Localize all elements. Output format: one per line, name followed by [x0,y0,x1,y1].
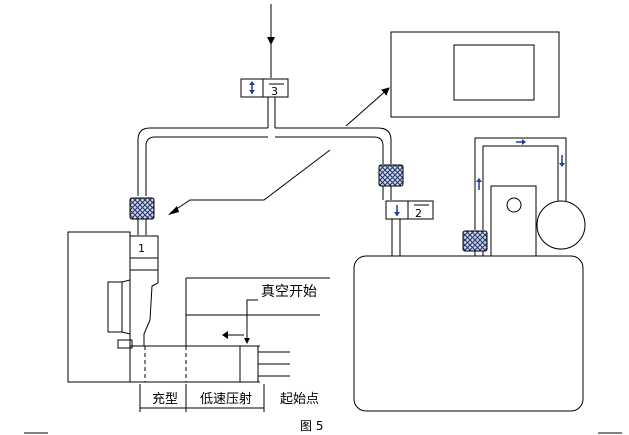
valve-3: 3 [240,78,289,98]
valve-1-label: 1 [138,242,145,255]
filter-icon [462,230,488,252]
filter-icon [378,164,404,187]
valve-3-label: 3 [271,85,278,98]
stage-markers [139,384,265,412]
pump-body [490,185,537,257]
plunger-rod [258,351,290,377]
valve-1: 1 [124,235,159,259]
low-speed-injection-label: 低速压射 [200,391,252,407]
filter-icon [129,197,155,220]
controller-display [453,44,535,101]
signal-line-controller [345,87,390,127]
valve-2-label: 2 [415,207,422,220]
vacuum-start-pointer [246,299,258,340]
shot-sleeve [130,345,260,383]
controller-box [390,31,560,118]
pump-loop [474,137,567,230]
vacuum-tank [353,255,584,412]
pump-motor [536,200,586,250]
die-mold [67,231,159,383]
figure-caption: 图 5 [300,419,323,433]
fill-stage-label: 充型 [152,391,178,407]
guide-frame [185,277,330,346]
plunger-tip [239,345,259,383]
start-point-label: 起始点 [280,392,319,407]
vacuum-start-label: 真空开始 [261,284,317,300]
upper-pipe [137,97,392,196]
signal-line-filter [171,149,331,213]
valve-2: 2 [385,200,434,220]
pump-port [506,197,522,213]
